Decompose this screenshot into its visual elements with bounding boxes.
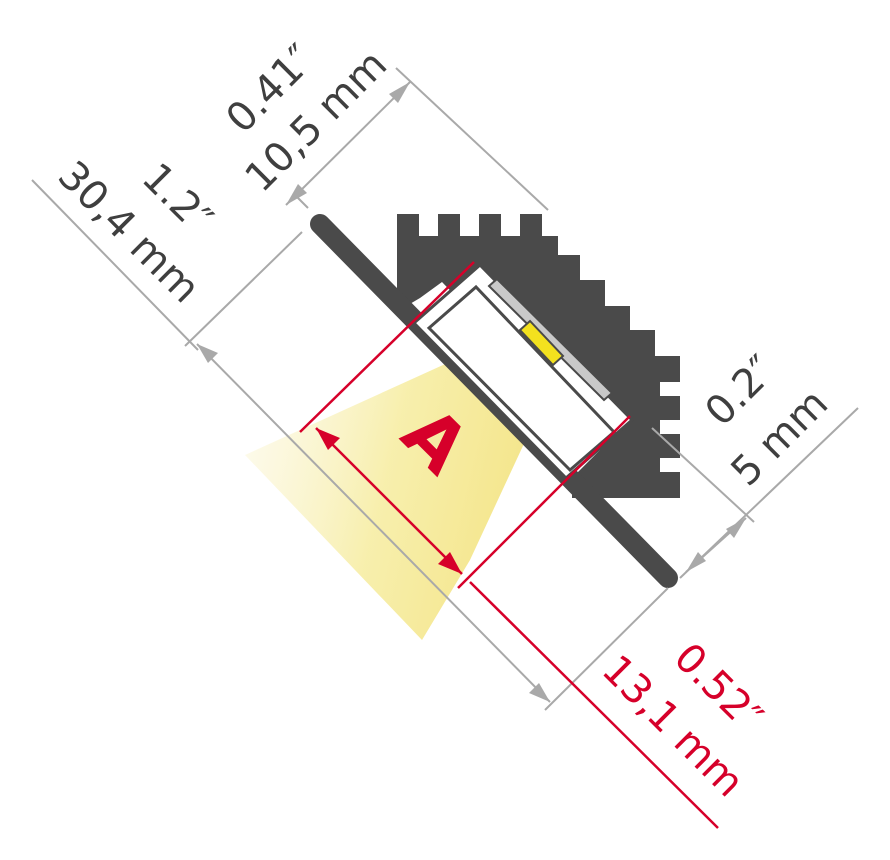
- led-pcb-strip: [487, 277, 614, 402]
- width-dimension: [31, 179, 669, 711]
- profile-fin-notch-2: [660, 420, 680, 434]
- light-beam: [245, 330, 548, 640]
- profile-fin-notch-3: [660, 458, 680, 472]
- flange-dimension: [651, 407, 859, 579]
- depth-dimension: [285, 67, 549, 211]
- profile-fin-notch-1: [660, 382, 680, 396]
- led-chip: [518, 319, 565, 367]
